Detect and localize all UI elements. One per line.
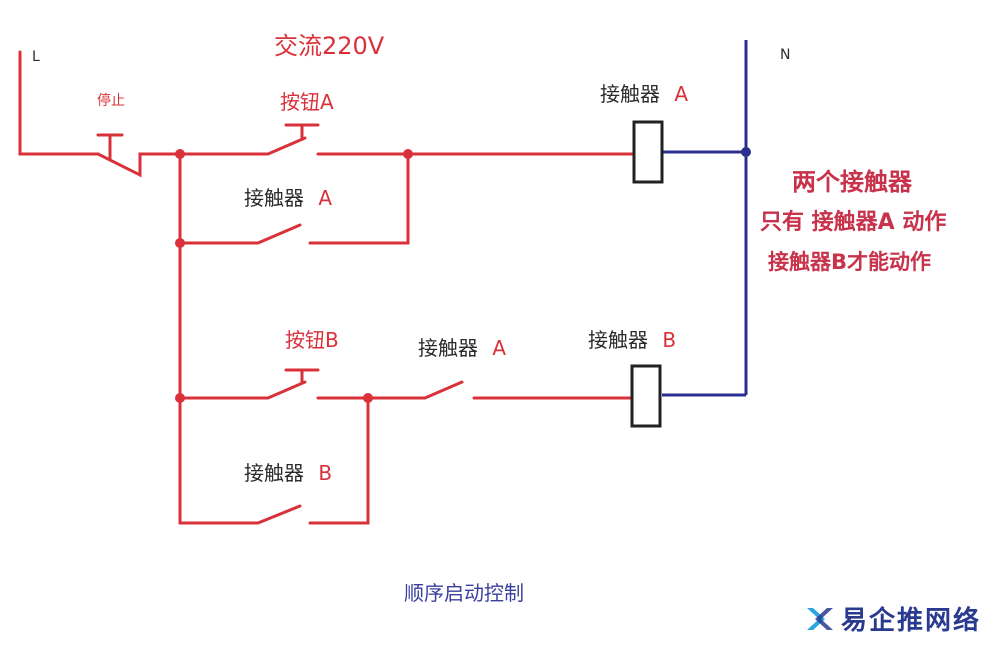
note-line-2: 只有 接触器A 动作 [760,210,947,235]
hold-a-label-text: 接触器 [244,186,304,210]
junction-dot [363,393,373,403]
l-line [18,50,100,156]
button-b-symbol [178,368,370,400]
button-b-label: 按钮B [285,328,339,352]
note-line-3: 接触器B才能动作 [768,250,932,274]
coil-b [630,364,662,428]
coil-a [632,120,664,184]
l-label: L [32,49,40,65]
voltage-label: 交流220V [274,32,385,60]
coil-a-label-text: 接触器 [600,82,660,106]
junction-dot [175,149,185,159]
hold-a-label: 接触器 A [244,188,332,208]
note-line-1: 两个接触器 [792,168,912,196]
blue-wires [662,40,748,397]
hold-b-label-letter: B [318,461,333,485]
watermark-logo: 易企推网络 [805,600,981,637]
coil-b-label-letter: B [662,328,677,352]
button-a-symbol [266,123,410,156]
coil-a-label-letter: A [674,82,689,106]
n-label: N [780,47,791,63]
red-wires [18,50,636,525]
junction-dot [403,149,413,159]
interlock-a-label-letter: A [492,336,507,360]
interlock-a-label: 接触器 A [418,338,506,358]
coil-b-label-text: 接触器 [588,328,648,352]
hold-b-branch [178,396,370,525]
coil-a-label: 接触器 A [600,84,688,104]
junctions [175,149,413,403]
interlock-a-label-text: 接触器 [418,336,478,360]
interlock-a-symbol [366,380,634,400]
hold-a-label-letter: A [318,186,333,210]
logo-icon [807,607,833,630]
caption: 顺序启动控制 [404,581,524,605]
watermark-text: 易企推网络 [841,606,982,636]
n-junction-dot [741,147,751,157]
stop-label: 停止 [97,93,125,109]
button-a-label: 按钮A [280,90,334,114]
hold-b-label-text: 接触器 [244,461,304,485]
coil-b-label: 接触器 B [588,330,676,350]
junction-dot [175,238,185,248]
hold-b-label: 接触器 B [244,463,332,483]
stop-button-symbol [96,133,182,178]
junction-dot [175,393,185,403]
